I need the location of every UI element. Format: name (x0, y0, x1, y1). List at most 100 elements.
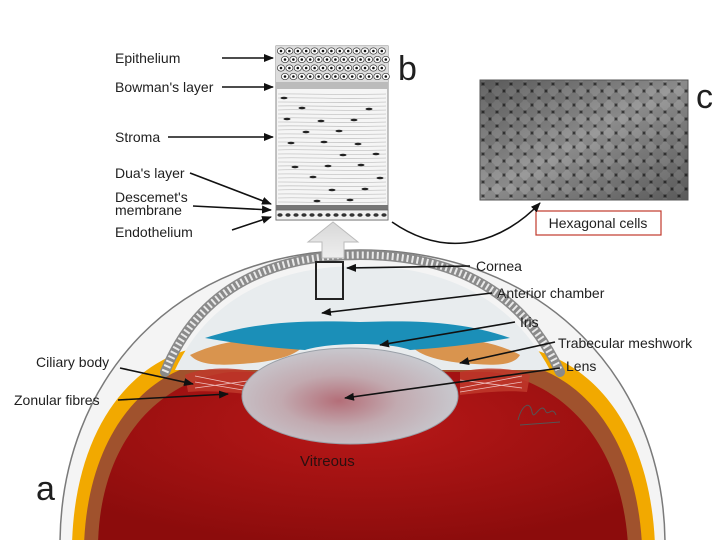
epithelial-nucleus (308, 75, 312, 78)
stroma-fibre (277, 113, 387, 115)
cornea-zoom-box (315, 261, 344, 300)
epithelial-nucleus (308, 58, 312, 61)
keratocyte (357, 163, 365, 167)
arrow-trabecular (459, 341, 556, 365)
keratocyte (313, 199, 321, 203)
stroma-fibre (277, 109, 387, 111)
stroma-fibre (277, 105, 387, 107)
stroma-fibre (277, 137, 387, 139)
stroma-fibre (277, 121, 387, 124)
keratocyte (354, 142, 362, 146)
epithelial-nucleus (313, 49, 316, 53)
epithelial-nucleus (363, 49, 367, 53)
stroma-fibre (277, 117, 387, 119)
epithelial-nucleus (338, 49, 342, 53)
epithelial-nucleus (384, 58, 388, 61)
epithelial-nucleus (325, 58, 329, 61)
epithelial-nucleus (334, 58, 337, 61)
label-trabecular: Trabecular meshwork (558, 335, 693, 351)
epithelial-nucleus (376, 58, 379, 61)
epithelial-nucleus (367, 58, 371, 61)
keratocyte (287, 141, 295, 145)
endothelial-cell (373, 213, 379, 217)
stroma-fibre (277, 141, 387, 144)
stroma-fibre (277, 145, 387, 147)
epithelial-nucleus (367, 75, 371, 78)
epithelial-nucleus (346, 66, 350, 70)
keratocyte (291, 165, 299, 169)
label-anterior-chamber: Anterior chamber (497, 285, 605, 301)
label-descemet-2: membrane (115, 202, 182, 218)
epithelial-nucleus (355, 66, 358, 70)
micrograph-panel: Hexagonal cells (479, 79, 689, 236)
panel-letter-b: b (398, 50, 417, 88)
eye-cross-section (59, 221, 666, 540)
arrow-lens (344, 367, 561, 401)
epithelial-nucleus (384, 75, 388, 78)
keratocyte (350, 118, 358, 122)
keratocyte (365, 107, 373, 111)
epithelial-nucleus (288, 49, 291, 53)
keratocyte (328, 188, 336, 192)
lens (241, 347, 459, 445)
epithelial-nucleus (321, 49, 325, 53)
stroma-fibre (277, 193, 387, 195)
epithelial-nucleus (350, 75, 354, 78)
caption-box (535, 210, 662, 236)
arrow-zonular (117, 390, 229, 401)
keratocyte (280, 96, 288, 100)
stroma-fibre (277, 93, 387, 95)
epithelial-nucleus (342, 75, 346, 78)
label-ciliary-body: Ciliary body (36, 354, 109, 370)
epithelial-nucleus (325, 75, 329, 78)
stroma-fibre (277, 201, 387, 204)
stroma-fibre (277, 173, 387, 175)
keratocyte (298, 106, 306, 110)
arrow-iris (379, 321, 516, 348)
keratocyte (361, 187, 369, 191)
keratocyte (335, 129, 343, 133)
label-epithelium: Epithelium (115, 50, 180, 66)
endothelial-cell (325, 213, 331, 217)
label-descemet-1: Descemet's (115, 189, 188, 205)
epithelial-nucleus (313, 66, 316, 70)
arrow-cornea (346, 263, 471, 272)
arrow-ciliary (119, 367, 194, 386)
label-endothelium: Endothelium (115, 224, 193, 240)
pointer-arrows (117, 54, 561, 401)
keratocyte (302, 130, 310, 134)
epithelial-nucleus (300, 58, 304, 61)
epithelial-nucleus (288, 66, 291, 70)
stroma-fibre (277, 133, 387, 135)
stroma-fibre (277, 129, 387, 131)
keratocyte (346, 198, 354, 202)
epithelial-nucleus (359, 58, 362, 61)
iris-blue (205, 321, 510, 350)
endothelial-cell (301, 213, 307, 217)
label-vitreous: Vitreous (300, 453, 355, 470)
epithelial-nucleus (283, 58, 287, 61)
epithelial-nucleus (330, 66, 333, 70)
signature-mark (517, 404, 561, 426)
label-stroma: Stroma (115, 129, 160, 145)
stroma-fibre (277, 177, 387, 179)
epithelial-nucleus (372, 66, 375, 70)
bowman-layer (276, 82, 388, 89)
endothelium-layer (275, 209, 389, 221)
epithelial-nucleus (376, 75, 379, 78)
epithelial-nucleus (330, 49, 333, 53)
endothelial-cell (277, 213, 283, 217)
epithelial-nucleus (346, 49, 350, 53)
keratocyte (317, 119, 325, 123)
stroma-fibre (277, 197, 387, 199)
keratocyte (339, 153, 347, 157)
stroma-fibre (277, 149, 387, 151)
epithelial-nucleus (292, 75, 295, 78)
endothelial-cell (333, 213, 339, 217)
endothelial-cell (293, 213, 299, 217)
stroma-fibres (277, 93, 387, 204)
zoom-up-arrow (306, 221, 360, 259)
panel-letter-a: a (36, 470, 55, 508)
epithelial-nucleus (355, 49, 358, 53)
keratocyte (320, 140, 328, 144)
